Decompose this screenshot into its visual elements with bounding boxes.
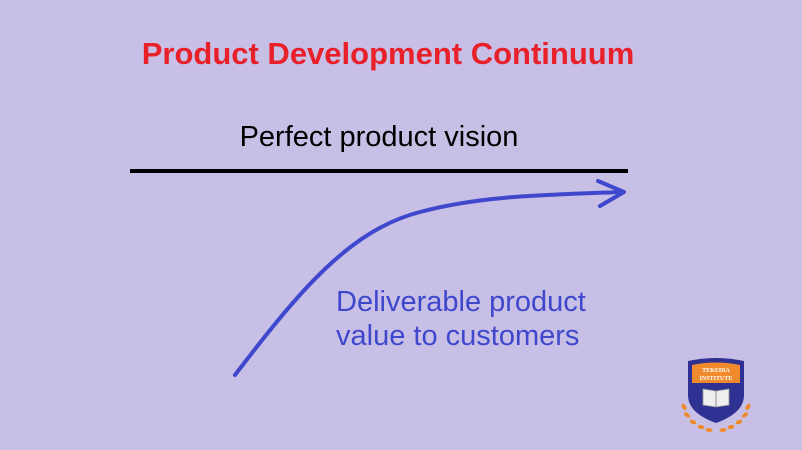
deliverable-label: Deliverable product value to customers bbox=[336, 285, 586, 353]
logo-text-2: INSTITUTE bbox=[700, 376, 733, 382]
logo-text-1: TEKEDIA bbox=[702, 368, 730, 374]
deliverable-line1: Deliverable product bbox=[336, 286, 586, 318]
logo-banner bbox=[692, 362, 740, 383]
page-title: Product Development Continuum bbox=[141, 36, 635, 71]
deliverable-line2: value to customers bbox=[336, 320, 580, 352]
book-icon bbox=[702, 388, 730, 408]
arrowhead-icon bbox=[596, 179, 626, 208]
vision-line bbox=[130, 169, 628, 173]
laurel-icon bbox=[681, 403, 751, 433]
vision-label: Perfect product vision bbox=[239, 121, 519, 153]
tekedia-logo: TEKEDIA INSTITUTE bbox=[681, 358, 751, 433]
value-curve bbox=[233, 190, 624, 377]
